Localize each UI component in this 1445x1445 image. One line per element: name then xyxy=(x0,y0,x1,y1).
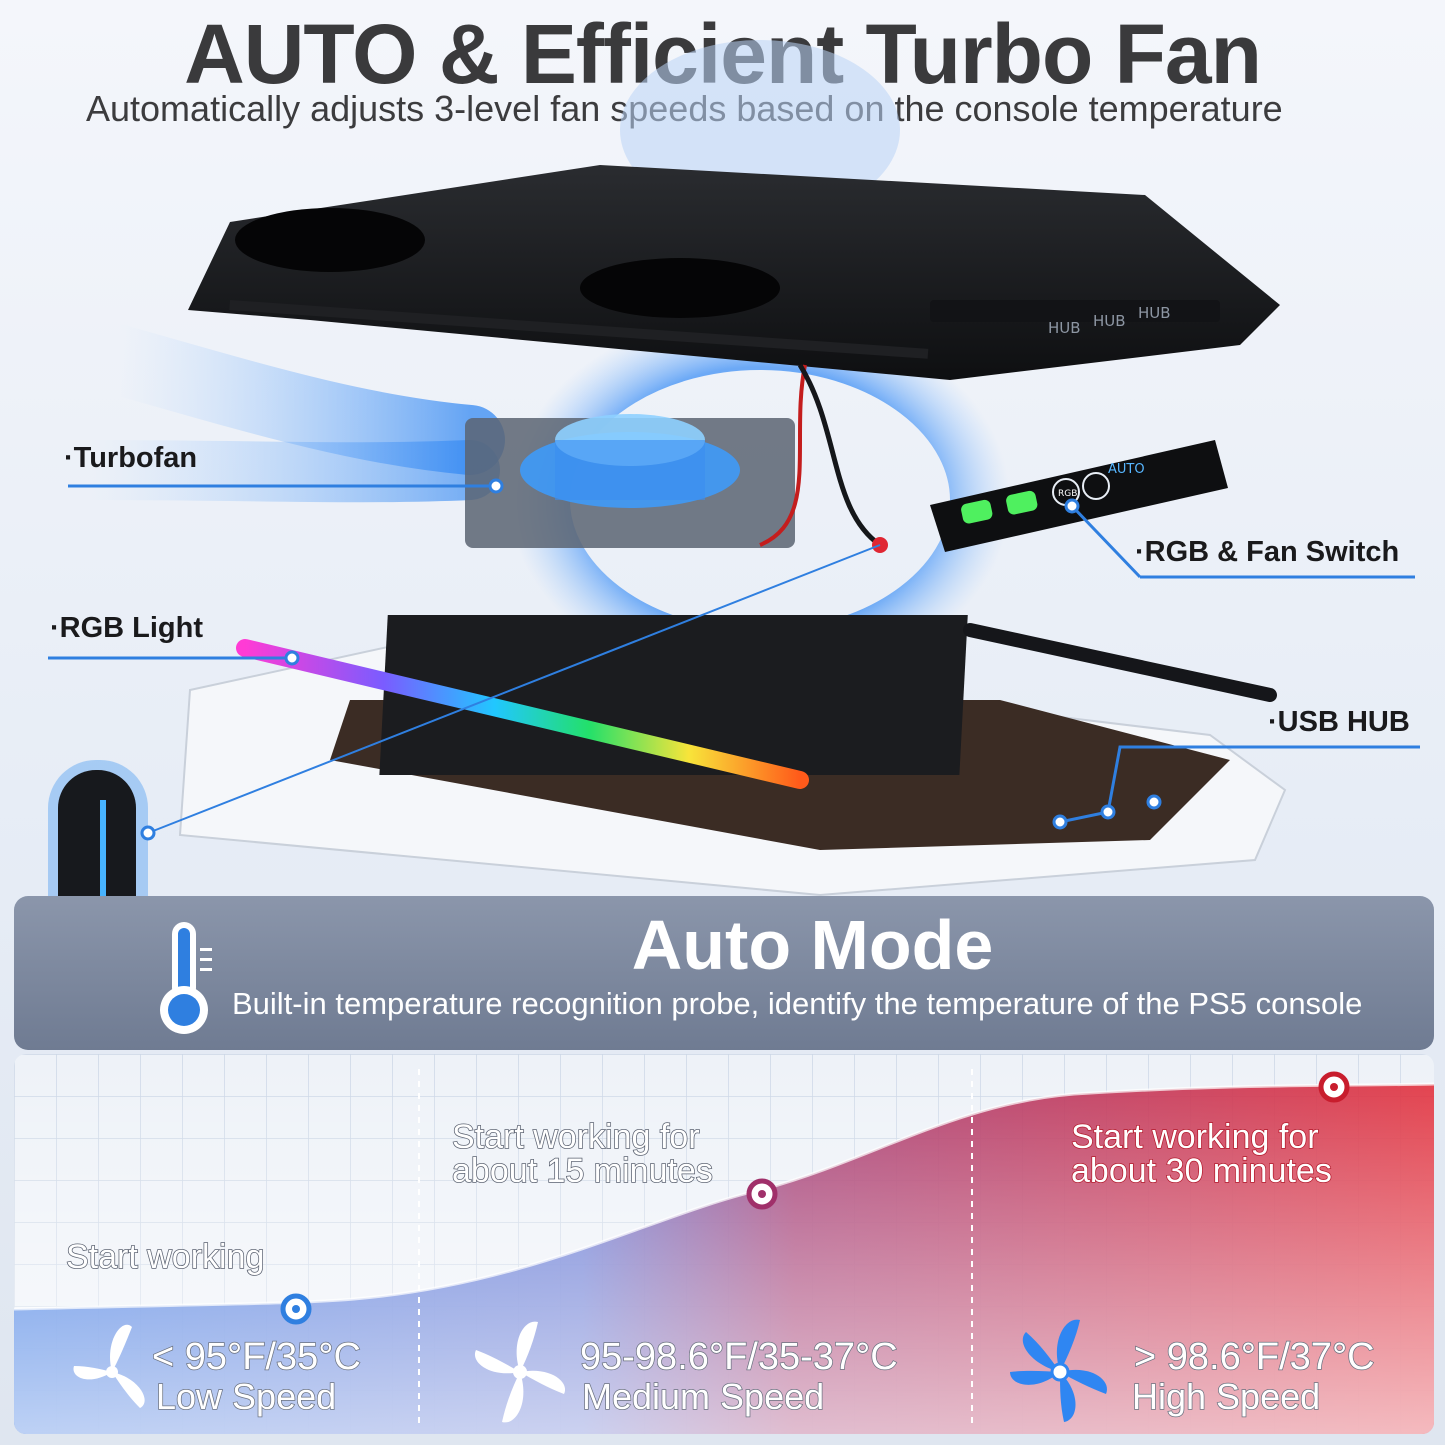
callout-rgb-fan-switch: ·RGB & Fan Switch xyxy=(1135,536,1400,568)
controller-icon xyxy=(1006,490,1038,515)
stage-medium-annotation-line2: about 15 minutes xyxy=(451,1152,713,1190)
fan-speed-panel: Start working Start working for about 15… xyxy=(14,1054,1434,1434)
probe-leader xyxy=(147,544,881,834)
stage-high-speed: High Speed xyxy=(1131,1375,1321,1418)
callout-turbofan: ·Turbofan xyxy=(64,442,198,474)
turbofan xyxy=(465,414,795,548)
callout-usb-hub: ·USB HUB xyxy=(1268,706,1410,738)
rgb-light-bar xyxy=(236,639,809,789)
speed-curve-graphic xyxy=(14,1054,1434,1434)
stage-medium-speed: Medium Speed xyxy=(581,1375,825,1418)
switch-board: RGB AUTO xyxy=(930,440,1228,552)
auto-mode-banner xyxy=(14,896,1434,1050)
auto-mode-title: Auto Mode xyxy=(631,906,994,984)
switch-auto-label: AUTO xyxy=(1108,462,1145,477)
stage-low-annotation: Start working xyxy=(65,1238,265,1276)
controller-icon xyxy=(961,499,993,524)
fan-icon xyxy=(73,1324,145,1408)
stage-high-annotation-line2: about 30 minutes xyxy=(1070,1152,1332,1190)
hub-label-3: HUB xyxy=(1138,304,1171,322)
switch-leader xyxy=(1070,504,1142,579)
callout-rgb-light: ·RGB Light xyxy=(50,612,204,644)
auto-mode-description: Built-in temperature recognition probe, … xyxy=(232,986,1363,1021)
stage-high-temperature: > 98.6°F/37°C xyxy=(1133,1335,1375,1379)
stage-low-speed: Low Speed xyxy=(155,1375,337,1418)
stage-medium-annotation-line1: Start working for xyxy=(451,1118,700,1156)
hub-label-1: HUB xyxy=(1048,319,1081,337)
fan-icon xyxy=(474,1321,566,1423)
usb-hub-leader xyxy=(1059,745,1420,824)
temperature-probe xyxy=(48,760,148,900)
hub-label-2: HUB xyxy=(1093,312,1126,330)
stage-high-annotation-line1: Start working for xyxy=(1070,1118,1319,1156)
stage-low-temperature: < 95°F/35°C xyxy=(151,1335,361,1379)
fan-icon xyxy=(1010,1319,1107,1422)
product-illustration: HUB HUB HUB RGB AUTO xyxy=(48,40,1420,900)
switch-rgb-label: RGB xyxy=(1058,489,1077,499)
stage-medium-temperature: 95-98.6°F/35-37°C xyxy=(579,1335,898,1379)
thermometer-icon xyxy=(160,922,212,1034)
base-top-plate: HUB HUB HUB xyxy=(188,165,1280,380)
